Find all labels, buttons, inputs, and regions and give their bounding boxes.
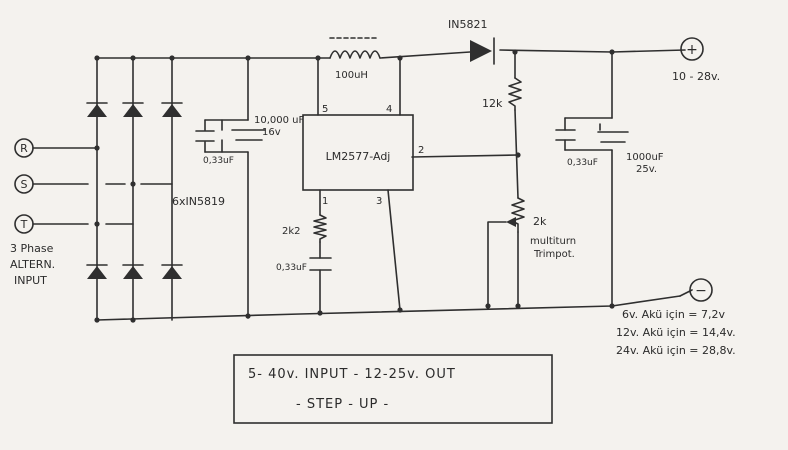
output-terminals [680, 37, 713, 302]
input-capacitors [195, 129, 266, 142]
input-label-line2: ALTERN. [10, 258, 55, 271]
inductor-symbol [329, 37, 381, 59]
ic-pin1: 1 [322, 196, 328, 207]
rectifier-label: 6xIN5819 [172, 195, 225, 208]
output-cap-large-voltage: 25v. [636, 164, 657, 175]
note-12v: 12v. Akü için = 14,4v. [616, 326, 736, 339]
plus-terminal-label: + [686, 42, 698, 58]
title-box: 5- 40v. INPUT - 12-25v. OUT - STEP - UP … [233, 354, 553, 424]
title-line1: 5- 40v. INPUT - 12-25v. OUT [248, 367, 456, 382]
comp-cap-label: 0,33uF [276, 263, 307, 273]
rectifier-bridge [86, 102, 183, 279]
ic-pin5: 5 [322, 104, 328, 115]
diode-top-2 [122, 102, 144, 117]
note-24v: 24v. Akü için = 28,8v. [616, 344, 736, 357]
ic-pin4: 4 [386, 104, 392, 115]
inductor-label: 100uH [335, 70, 368, 81]
junction-dots [94, 49, 615, 323]
comp-capacitor [309, 257, 332, 271]
output-range-label: 10 - 28v. [672, 70, 720, 83]
resistor-12k-label: 12k [482, 97, 503, 110]
input-cap-large-value: 10,000 uF [254, 115, 305, 126]
input-cap-large-voltage: 16v [262, 127, 281, 138]
comp-resistor-label: 2k2 [282, 226, 301, 237]
diode-label: IN5821 [448, 18, 487, 31]
trimpot [506, 197, 525, 233]
input-cap-small-value: 0,33uF [203, 156, 234, 166]
diode-bottom-3 [161, 264, 183, 279]
ic-name: LM2577-Adj [326, 150, 391, 163]
output-diode-symbol [470, 37, 495, 65]
input-label-line1: 3 Phase [10, 242, 54, 255]
input-r-label: R [20, 142, 28, 155]
ic-box [302, 114, 414, 191]
diode-bottom-1 [86, 264, 108, 279]
output-cap-large-value: 1000uF [626, 152, 664, 163]
ic-pin3: 3 [376, 196, 382, 207]
note-6v: 6v. Akü için = 7,2v [622, 308, 726, 321]
input-label-line3: INPUT [14, 274, 47, 287]
output-cap-small-label: 0,33uF [567, 158, 598, 168]
input-s-label: S [21, 178, 28, 191]
minus-terminal-label: − [695, 283, 707, 299]
resistor-12k [508, 77, 522, 111]
diode-bottom-2 [122, 264, 144, 279]
input-terminals [14, 138, 34, 234]
input-t-label: T [20, 218, 28, 231]
title-line2: - STEP - UP - [296, 397, 389, 412]
trimpot-label: Trimpot. [533, 249, 575, 260]
trimpot-type: multiturn [530, 236, 576, 247]
output-capacitors [555, 123, 629, 143]
diode-top-1 [86, 102, 108, 117]
ic-pin2: 2 [418, 145, 424, 156]
resistor-2k2 [313, 214, 327, 243]
diode-top-3 [161, 102, 183, 117]
trimpot-value: 2k [533, 215, 547, 228]
